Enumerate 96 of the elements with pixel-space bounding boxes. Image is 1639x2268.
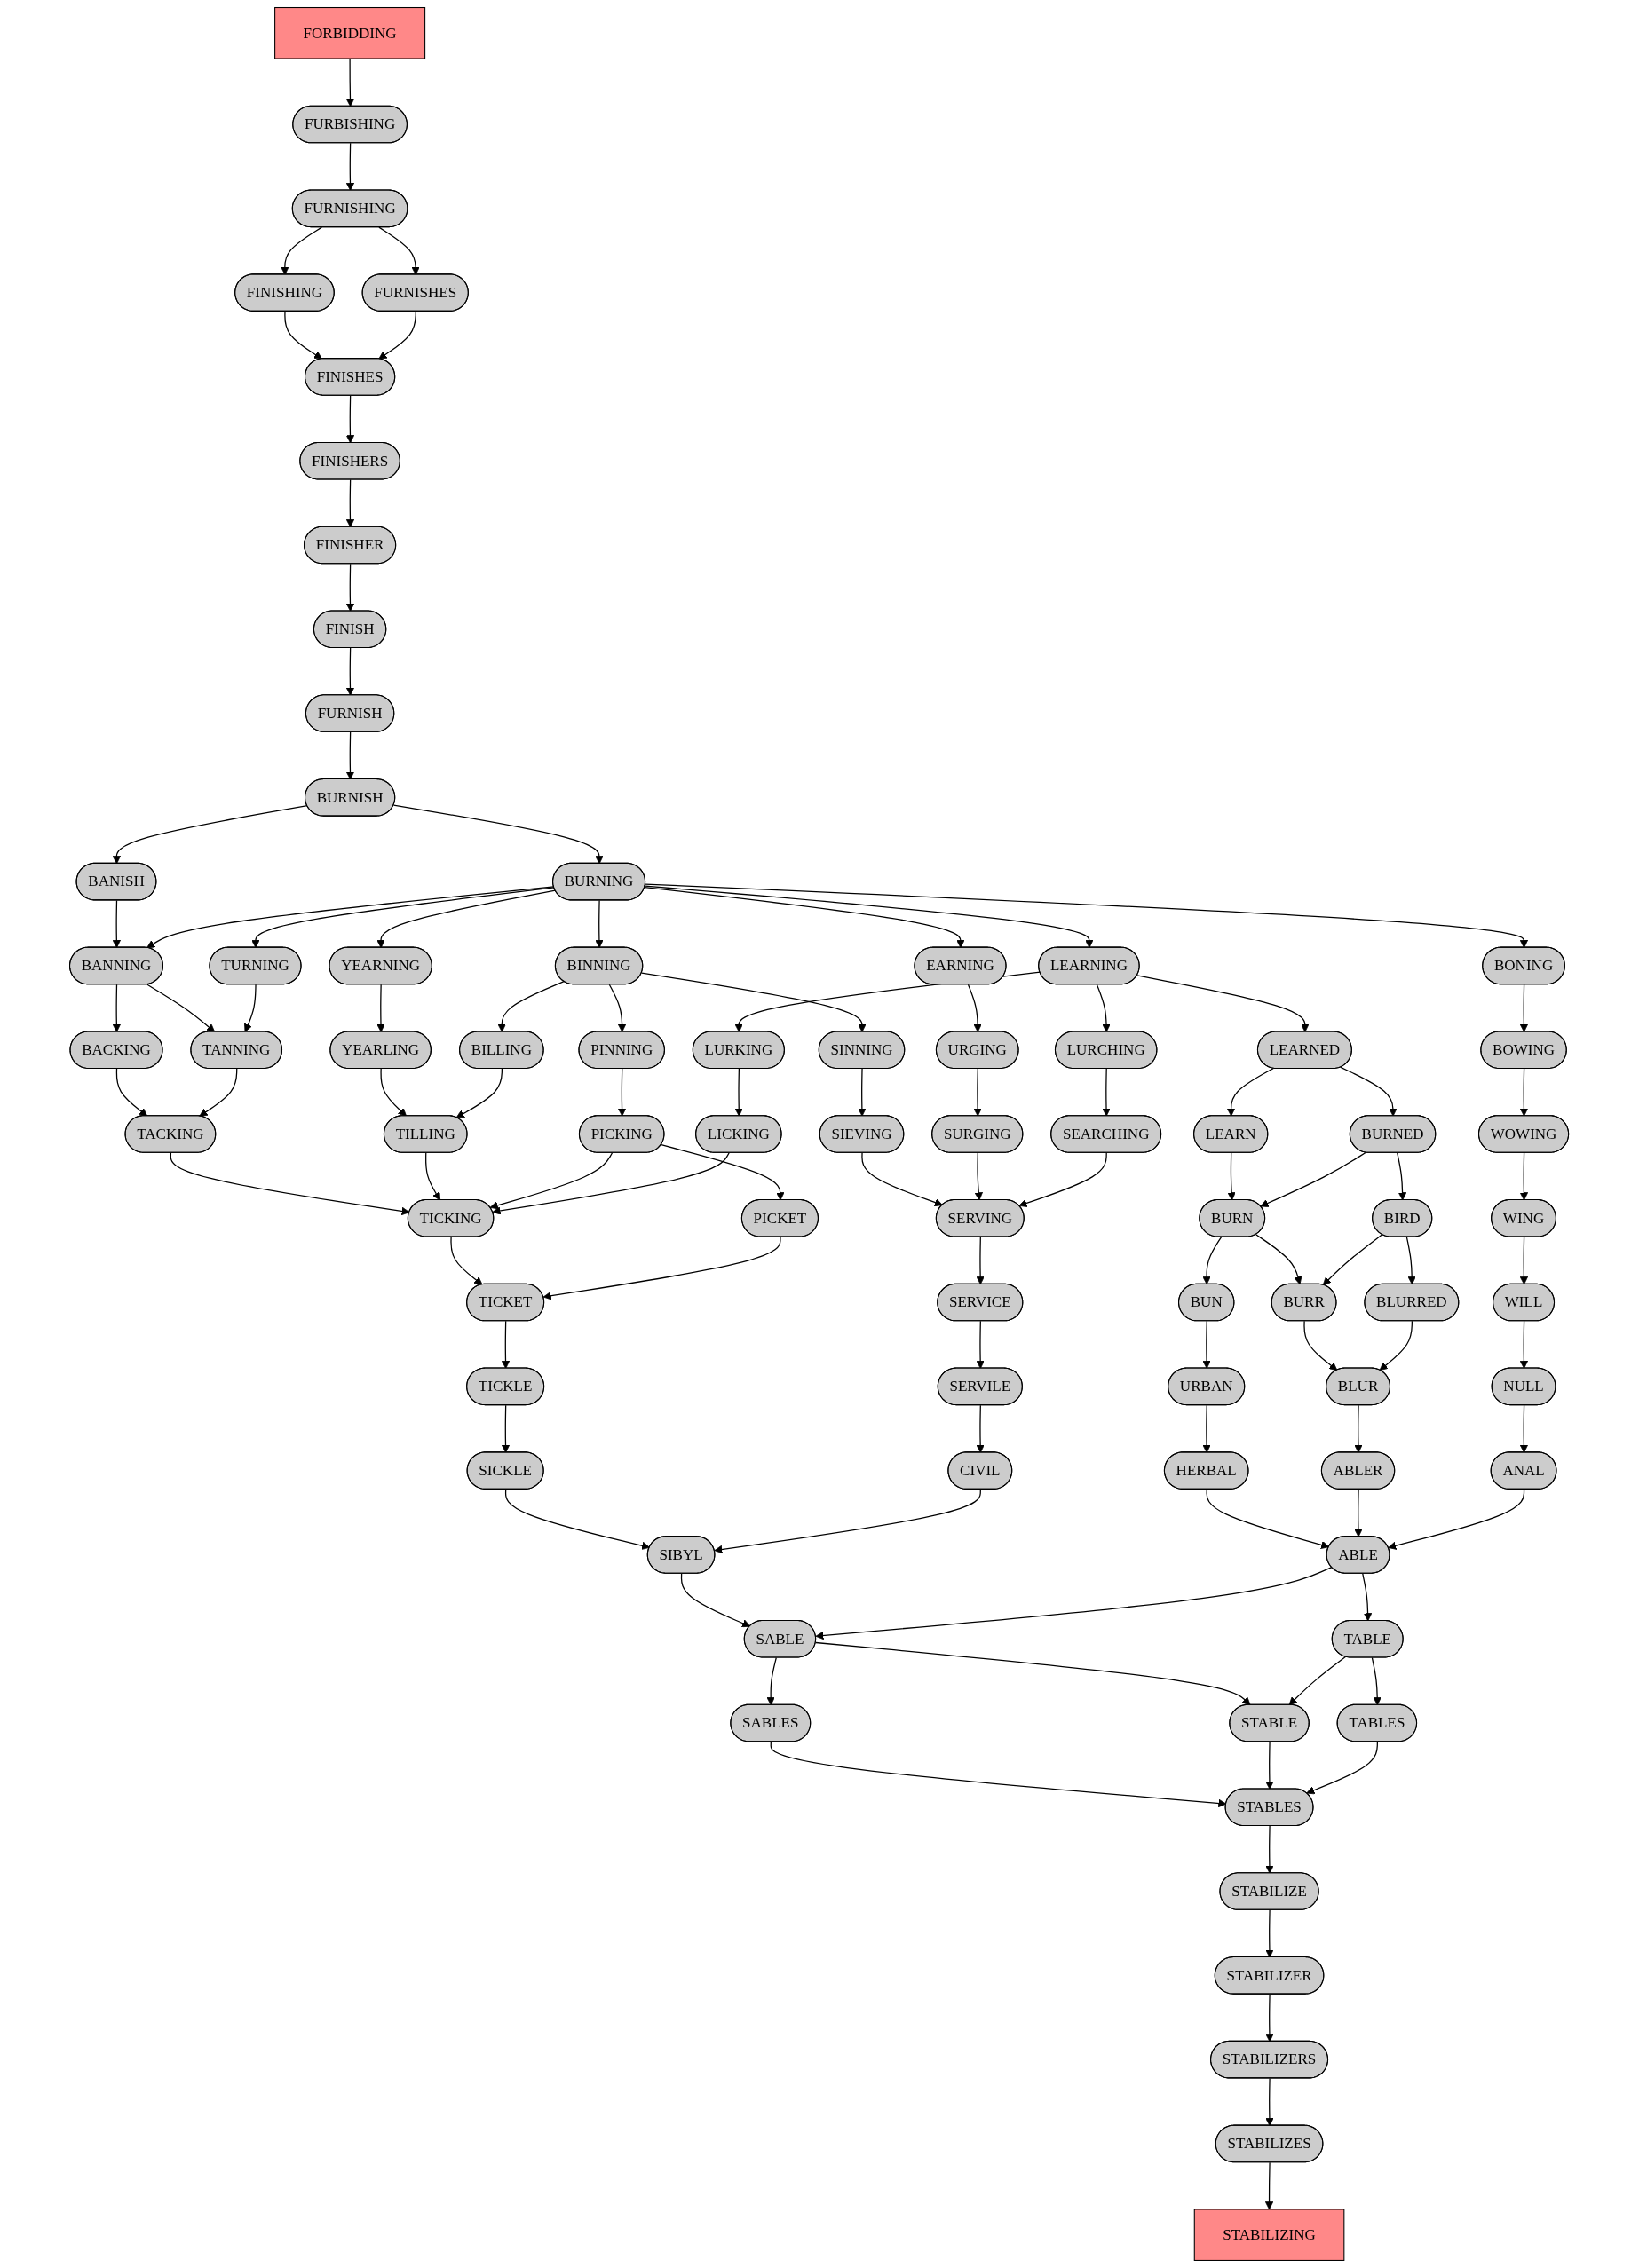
- arrow: [641, 972, 867, 1032]
- arrow: [771, 1741, 1227, 1808]
- arrow: [346, 58, 355, 107]
- arrow: [1306, 1741, 1379, 1795]
- arrow: [968, 984, 983, 1032]
- arrow: [645, 886, 965, 949]
- arrow: [1265, 2077, 1275, 2127]
- arrow: [113, 984, 122, 1032]
- arrow: [1289, 1656, 1347, 1706]
- arrow: [170, 1152, 410, 1216]
- arrow: [1255, 1234, 1302, 1285]
- arrow: [1102, 1068, 1112, 1117]
- arrow: [1265, 2161, 1274, 2210]
- arrow: [284, 311, 323, 360]
- arrow: [1362, 1573, 1373, 1622]
- arrow: [1097, 984, 1112, 1032]
- arrow: [714, 1489, 982, 1554]
- arrow: [681, 1573, 751, 1628]
- arrow: [1202, 1404, 1212, 1453]
- arrow: [973, 1068, 983, 1117]
- arrow: [1227, 1152, 1237, 1201]
- arrow: [281, 226, 323, 275]
- arrow: [661, 1144, 785, 1201]
- arrow: [609, 984, 627, 1032]
- arrow: [1265, 1825, 1275, 1874]
- arrow: [425, 1152, 441, 1201]
- arrow: [244, 984, 257, 1032]
- arrow: [1260, 1151, 1367, 1207]
- arrow: [380, 1068, 408, 1117]
- arrow: [346, 731, 355, 780]
- arrow: [456, 1068, 503, 1118]
- arrow: [1227, 1068, 1275, 1117]
- arrow: [595, 899, 605, 949]
- arrow: [346, 647, 355, 696]
- arrow: [1323, 1234, 1383, 1285]
- arrow: [976, 1236, 986, 1285]
- arrow: [1406, 1236, 1417, 1285]
- arrow: [146, 984, 216, 1032]
- arrow: [976, 1320, 986, 1370]
- arrow: [1520, 1320, 1529, 1370]
- arrow: [378, 226, 421, 275]
- arrow: [858, 1068, 867, 1117]
- node-box: FORBIDDING: [274, 7, 426, 59]
- arrow: [346, 478, 355, 528]
- arrow: [1265, 1909, 1275, 1958]
- arrow: [1388, 1489, 1525, 1550]
- arrow: [766, 1656, 778, 1706]
- arrow: [490, 1152, 614, 1210]
- arrow: [645, 883, 1529, 949]
- arrow: [346, 563, 355, 612]
- arrow: [1397, 1152, 1407, 1201]
- arrow: [146, 886, 555, 949]
- arrow: [1520, 1404, 1529, 1453]
- arrow: [1520, 1152, 1529, 1201]
- arrow: [116, 1068, 148, 1117]
- arrow: [1520, 1068, 1529, 1117]
- arrow: [251, 887, 556, 949]
- arrow: [976, 1404, 986, 1453]
- arrow: [1520, 984, 1529, 1032]
- arrow: [376, 984, 386, 1032]
- arrow: [450, 1236, 483, 1285]
- arrow: [543, 1236, 782, 1300]
- arrow: [1206, 1489, 1330, 1549]
- arrow: [502, 1320, 511, 1370]
- arrow: [861, 1152, 944, 1207]
- node-box: STABILIZING: [1194, 2209, 1345, 2261]
- arrow: [1380, 1320, 1413, 1371]
- arrow: [618, 1068, 627, 1117]
- arrow: [113, 805, 309, 865]
- arrow: [1354, 1489, 1364, 1537]
- arrow: [492, 1152, 731, 1215]
- arrow: [393, 804, 605, 865]
- arrow: [1265, 1994, 1275, 2043]
- arrow: [815, 1641, 1251, 1706]
- arrow: [1202, 1320, 1212, 1370]
- arrow: [1303, 1320, 1338, 1371]
- arrow: [645, 885, 1094, 949]
- arrow: [199, 1068, 238, 1117]
- arrow: [734, 1068, 744, 1117]
- arrow: [1340, 1066, 1398, 1117]
- arrow: [502, 1404, 511, 1453]
- arrow: [505, 1489, 651, 1550]
- arrow: [1265, 1741, 1275, 1790]
- arrow: [975, 1152, 984, 1201]
- arrow: [113, 899, 122, 949]
- arrow: [378, 311, 417, 360]
- arrow: [1136, 975, 1310, 1032]
- arrow: [1520, 1236, 1529, 1285]
- arrow: [815, 1567, 1333, 1640]
- arrow: [498, 981, 566, 1032]
- arrow: [1354, 1404, 1364, 1453]
- arrow: [346, 395, 355, 444]
- arrow: [1372, 1656, 1382, 1706]
- arrow: [346, 142, 355, 192]
- arrow: [1202, 1236, 1223, 1285]
- arrow: [1018, 1152, 1108, 1207]
